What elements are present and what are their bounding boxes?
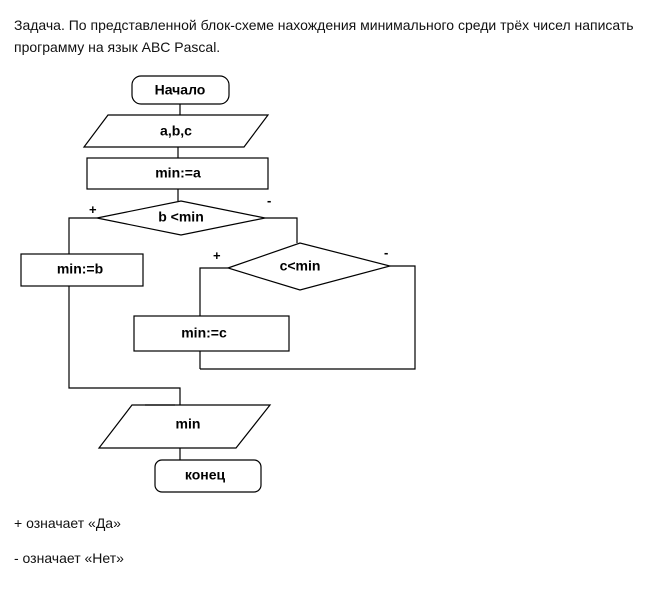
- assign-c-block: [133, 315, 290, 352]
- assign-b-block: [20, 253, 144, 287]
- condition-c-diamond: [226, 242, 393, 291]
- legend-plus: + означает «Да»: [14, 515, 121, 531]
- condition-b-diamond: [96, 200, 266, 236]
- start-terminator: [131, 75, 230, 105]
- condition-c-label: c<min: [280, 258, 321, 274]
- flow-lines: [68, 104, 416, 460]
- assign-b-label: min:=b: [57, 261, 103, 277]
- assign-c-label: min:=c: [181, 325, 227, 341]
- legend-minus: - означает «Нет»: [14, 550, 124, 566]
- task-text: Задача. По представленной блок-схеме нах…: [14, 17, 634, 55]
- input-label: a,b,c: [160, 123, 192, 139]
- end-label: конец: [185, 467, 226, 483]
- cond2-no-sign: -: [384, 245, 388, 260]
- cond2-yes-sign: +: [213, 248, 221, 263]
- output-label: min: [176, 416, 201, 432]
- condition-b-label: b <min: [158, 209, 204, 225]
- assign-a-label: min:=a: [155, 165, 201, 181]
- cond1-no-sign: -: [267, 193, 271, 208]
- start-label: Начало: [155, 82, 206, 98]
- assign-a-block: [86, 157, 269, 190]
- input-parallelogram: [82, 114, 270, 148]
- cond1-yes-sign: +: [89, 202, 97, 217]
- output-parallelogram: [97, 404, 272, 449]
- end-terminator: [154, 459, 262, 493]
